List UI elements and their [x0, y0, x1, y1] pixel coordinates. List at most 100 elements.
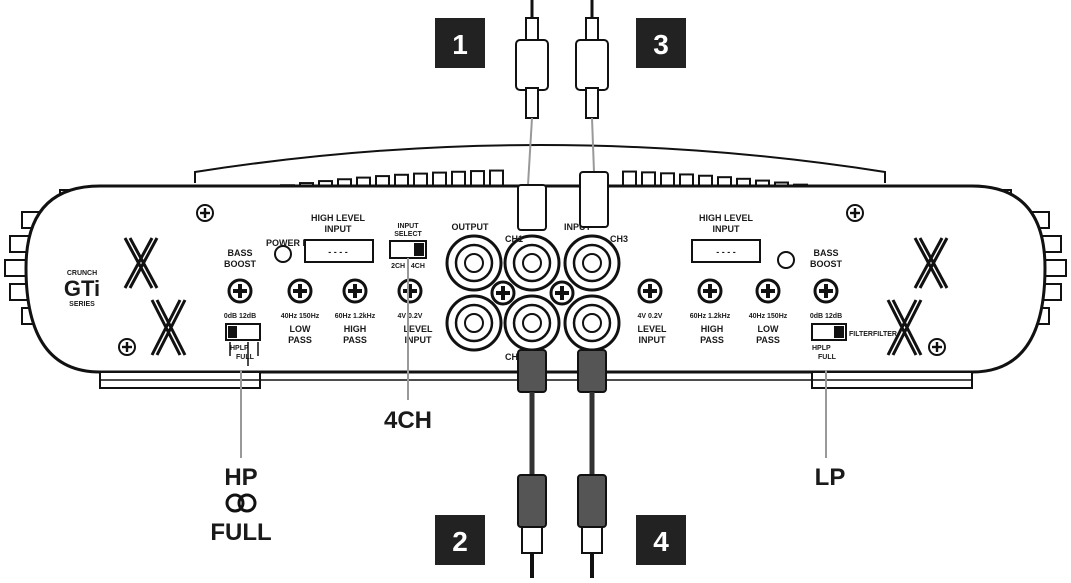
- input-label: INPUT: [564, 222, 592, 232]
- power-protect-led: [274, 245, 292, 263]
- high-level-input-r2: INPUT: [713, 224, 741, 234]
- high-level-input-l2: INPUT: [325, 224, 353, 234]
- high-pass-l1: HIGH: [344, 324, 367, 334]
- svg-text:- - - -: - - - -: [328, 247, 348, 257]
- badge-4: 4: [636, 515, 686, 565]
- level-input-l2-left: INPUT: [405, 335, 433, 345]
- level-range-label-left: 4V 0.2V: [398, 313, 423, 320]
- brand-logo: CRUNCH GTi SERIES: [64, 270, 100, 308]
- high-pass-l2: PASS: [343, 335, 367, 345]
- high-range-label-right: 60Hz 1.2kHz: [690, 313, 731, 320]
- brand-bottom: SERIES: [69, 301, 95, 308]
- badge-1: 1: [435, 18, 485, 68]
- heatsink-fin: [698, 174, 713, 187]
- bass-boost-label-r2: BOOST: [810, 259, 843, 269]
- low-range-label: 40Hz 150Hz: [281, 313, 320, 320]
- low-pass-r1: LOW: [758, 324, 779, 334]
- input-jack-ch2[interactable]: [503, 294, 561, 352]
- hp-lp-label-right: HPLP: [812, 345, 831, 352]
- input-select-l2: SELECT: [394, 231, 422, 238]
- heatsink-fin: [413, 172, 428, 188]
- screw-icon: [196, 204, 214, 222]
- heatsink-fin: [622, 170, 637, 188]
- filter-label: FILTERFILTER: [849, 331, 897, 338]
- bass-range-label: 0dB 12dB: [224, 313, 256, 320]
- input-select-l1: INPUT: [398, 223, 420, 230]
- bass-boost-knob-right[interactable]: [813, 278, 839, 304]
- output-jack-right[interactable]: [445, 294, 503, 352]
- output-label: OUTPUT: [452, 222, 490, 232]
- heatsink-fin: [660, 172, 675, 188]
- callout-lp: LP: [815, 464, 846, 491]
- high-pass-r1: HIGH: [701, 324, 724, 334]
- high-level-connector-left[interactable]: [304, 239, 374, 263]
- full-label-right: FULL: [818, 354, 837, 361]
- brand-name: GTi: [64, 276, 100, 301]
- heatsink-fins: [194, 144, 886, 188]
- callout-full: FULL: [210, 519, 271, 546]
- low-range-label-right: 40Hz 150Hz: [749, 313, 788, 320]
- x-logo-right: [886, 237, 949, 356]
- input-jack-ch1[interactable]: [503, 234, 561, 292]
- callout-4ch: 4CH: [384, 407, 432, 434]
- high-pass-r2: PASS: [700, 335, 724, 345]
- low-pass-knob[interactable]: [287, 278, 313, 304]
- bass-boost-knob[interactable]: [227, 278, 253, 304]
- rca-cable-4: [577, 349, 607, 578]
- rca-cable-2: [517, 349, 547, 578]
- full-label-left: FULL: [236, 354, 255, 361]
- level-input-knob-right[interactable]: [637, 278, 663, 304]
- heatsink-fin: [394, 173, 409, 188]
- low-pass-l2: PASS: [288, 335, 312, 345]
- heatsink-fin: [451, 170, 466, 187]
- high-level-input-r1: HIGH LEVEL: [699, 213, 754, 223]
- rca-cable-1: [515, 0, 549, 231]
- rca-cable-3: [575, 0, 609, 228]
- screw-icon: [846, 204, 864, 222]
- plus-icon: [490, 280, 516, 306]
- svg-text:1: 1: [452, 29, 468, 60]
- screw-icon: [118, 338, 136, 356]
- badge-2: 2: [435, 515, 485, 565]
- high-pass-knob-right[interactable]: [697, 278, 723, 304]
- input-jack-ch4[interactable]: [563, 294, 621, 352]
- low-pass-l1: LOW: [290, 324, 311, 334]
- svg-text:- - - -: - - - -: [716, 247, 736, 257]
- heatsink-fin: [432, 171, 447, 187]
- level-input-l2-right: INPUT: [639, 335, 667, 345]
- bass-boost-label-r1: BASS: [813, 248, 838, 258]
- svg-text:2: 2: [452, 526, 468, 557]
- low-pass-r2: PASS: [756, 335, 780, 345]
- rings-icon: [225, 493, 257, 513]
- high-level-connector-right[interactable]: [691, 239, 761, 263]
- bass-range-label-right: 0dB 12dB: [810, 313, 842, 320]
- x-logo-left: [123, 237, 187, 356]
- status-led-right: [777, 251, 795, 269]
- callout-hp: HP: [224, 464, 257, 491]
- plus-icon: [549, 280, 575, 306]
- input-jack-ch3[interactable]: [563, 234, 621, 292]
- hp-lp-label: HPLP: [230, 345, 249, 352]
- high-pass-knob[interactable]: [342, 278, 368, 304]
- level-input-l1-left: LEVEL: [403, 324, 433, 334]
- ch1-label: CH1: [505, 234, 523, 244]
- svg-text:3: 3: [653, 29, 669, 60]
- ch3-label: CH3: [610, 234, 628, 244]
- high-level-input-l1: HIGH LEVEL: [311, 213, 366, 223]
- heatsink-fin: [470, 170, 485, 188]
- heatsink-fin: [679, 173, 694, 187]
- heatsink-fin: [489, 169, 504, 187]
- low-pass-knob-right[interactable]: [755, 278, 781, 304]
- high-range-label: 60Hz 1.2kHz: [335, 313, 376, 320]
- level-range-label-right: 4V 0.2V: [638, 313, 663, 320]
- heatsink-fin: [641, 171, 656, 188]
- svg-text:4: 4: [653, 526, 669, 557]
- brand-top: CRUNCH: [67, 270, 97, 277]
- bass-boost-label-l1: BASS: [227, 248, 252, 258]
- bass-boost-label-l2: BOOST: [224, 259, 257, 269]
- screw-icon: [928, 338, 946, 356]
- level-input-knob-left[interactable]: [397, 278, 423, 304]
- badge-3: 3: [636, 18, 686, 68]
- output-jack-left[interactable]: [445, 234, 503, 292]
